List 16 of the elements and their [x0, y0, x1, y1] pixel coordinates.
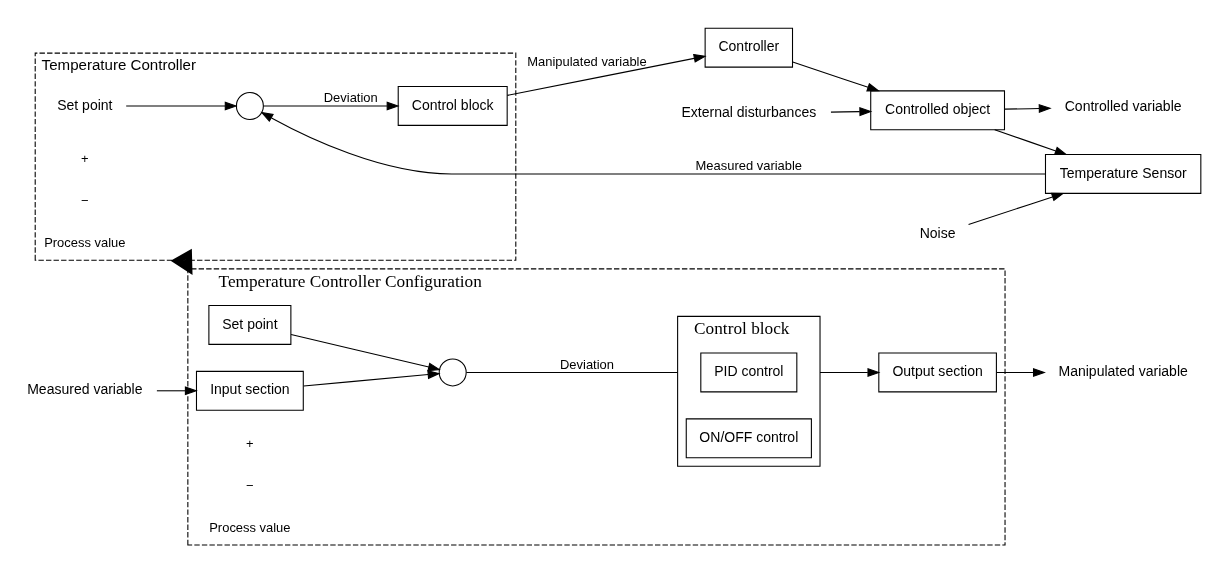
node-text: Measured variable — [27, 380, 143, 397]
label: Process value — [209, 519, 291, 535]
node-text: Set point — [57, 96, 113, 113]
label: + — [246, 435, 254, 451]
edge-label: Deviation — [560, 356, 614, 372]
node-text: External disturbances — [681, 103, 817, 120]
edge-label: Manipulated variable — [527, 53, 647, 69]
edge-label: Deviation — [323, 89, 378, 105]
node-text: Controlled variable — [1064, 97, 1182, 114]
label: − — [246, 477, 254, 493]
edge-label: Measured variable — [695, 157, 803, 173]
node-text: Noise — [919, 224, 956, 241]
node-text: Manipulated variable — [1058, 362, 1188, 379]
label: Process value — [44, 234, 126, 250]
label: − — [81, 192, 89, 208]
label: + — [81, 150, 89, 166]
